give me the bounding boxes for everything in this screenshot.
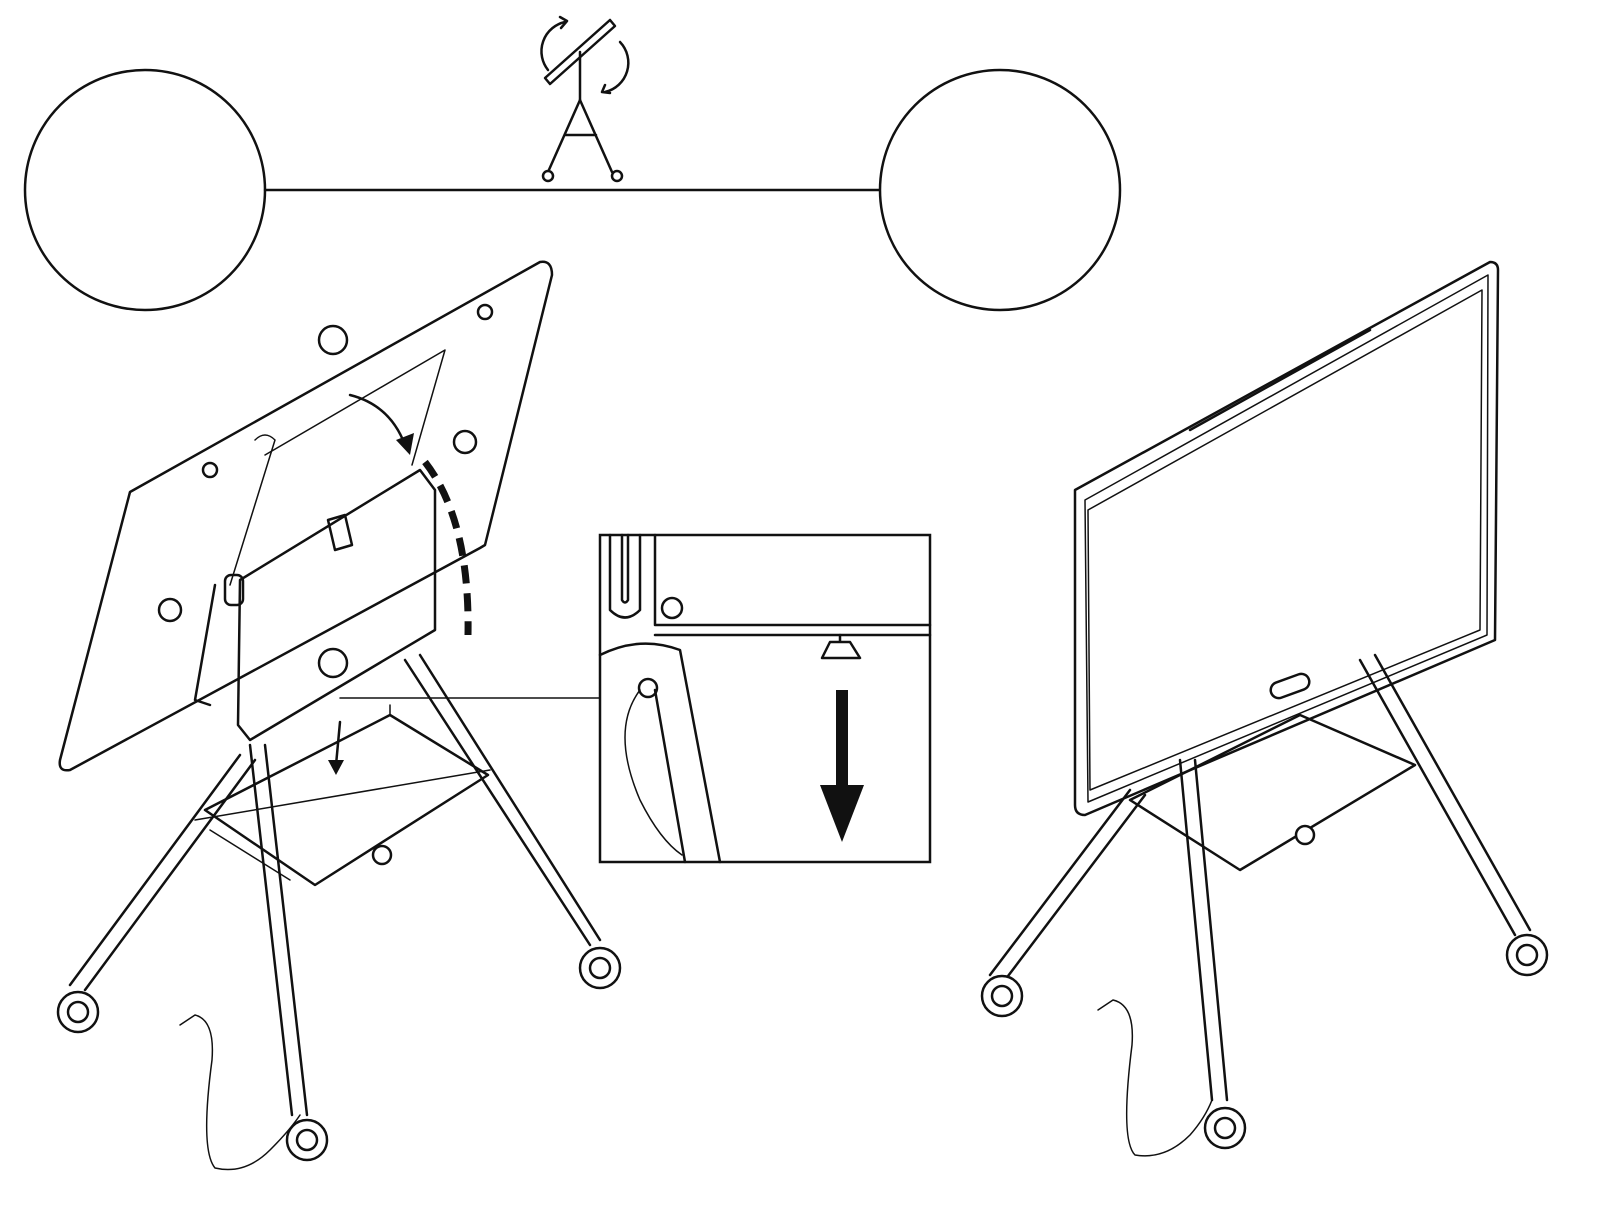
step-10b-badge <box>878 68 1122 312</box>
display-rear-view <box>58 260 554 772</box>
inset-detail <box>598 533 932 864</box>
callout-2 <box>317 324 349 356</box>
arrow-down-icon <box>334 720 342 767</box>
arrow-head <box>396 433 414 455</box>
arrow-tilt-down-icon <box>348 393 407 447</box>
step-10a-badge <box>23 68 267 312</box>
stand-right <box>980 653 1549 1157</box>
stand-left <box>56 653 622 1171</box>
rotate-stand-icon <box>540 15 630 183</box>
arrow-head <box>328 760 344 775</box>
display-front-view <box>1073 260 1500 817</box>
inset-arrow-down-icon <box>820 785 864 842</box>
callout-1 <box>317 647 349 679</box>
